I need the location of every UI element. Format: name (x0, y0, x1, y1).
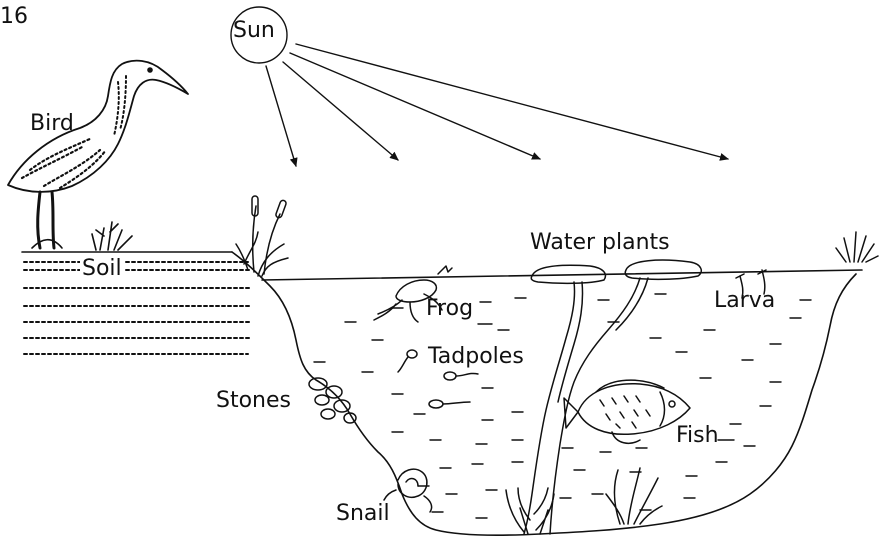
sun-ray-3 (290, 53, 540, 159)
sun-label: Sun (233, 20, 275, 42)
bottom-weed-drawing (606, 468, 662, 524)
question-number: 16 (0, 6, 28, 28)
snail-label: Snail (336, 503, 390, 525)
sun-rays (266, 44, 728, 166)
bird-label: Bird (30, 113, 74, 135)
larva-label: Larva (714, 290, 775, 312)
stones-drawing (309, 378, 356, 423)
soil-label: Soil (80, 258, 124, 280)
tadpoles-label: Tadpoles (428, 346, 524, 368)
bird-drawing (8, 61, 188, 250)
sun-ray-1 (266, 66, 296, 166)
sun-ray-4 (296, 44, 728, 159)
reeds-drawing (236, 196, 288, 276)
water-ripples (314, 294, 811, 518)
stones-label: Stones (216, 390, 291, 412)
water-plants-label: Water plants (530, 232, 670, 254)
water-plants-drawing (506, 260, 701, 534)
fish-drawing (564, 380, 690, 443)
fish-label: Fish (676, 425, 719, 447)
grass-tuft (836, 232, 878, 262)
sun-ray-2 (283, 62, 398, 160)
soil-area (22, 252, 252, 354)
frog-label: Frog (426, 298, 473, 320)
